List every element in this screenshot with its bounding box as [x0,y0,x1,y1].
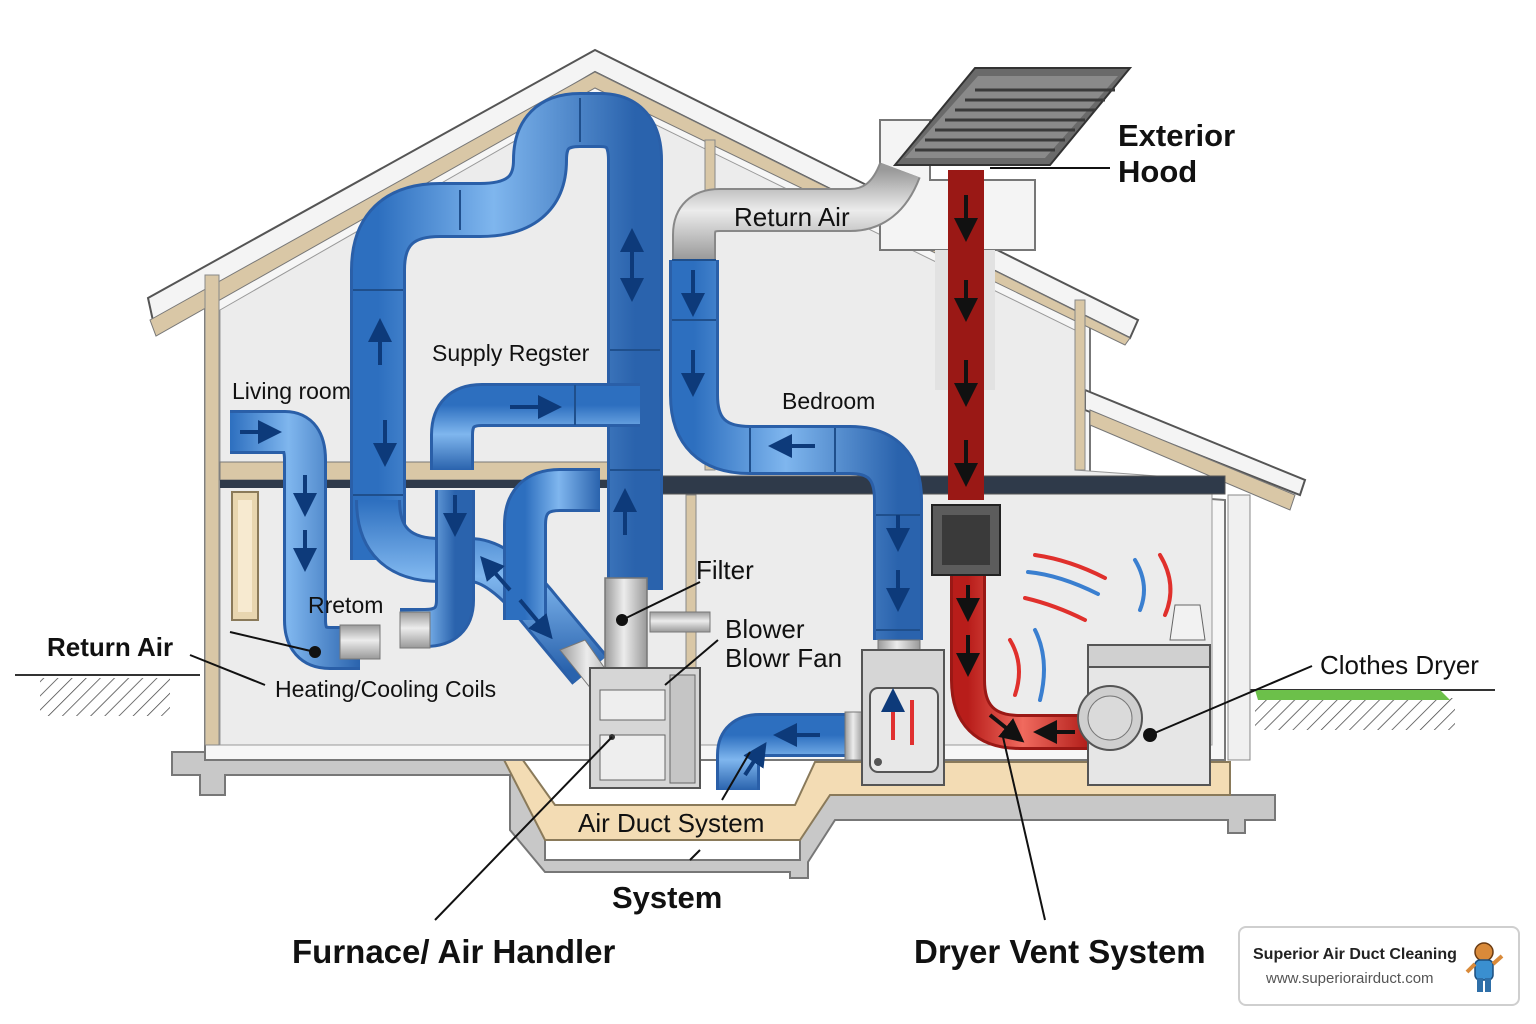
dryer-flow-arrows [954,195,1075,744]
return-air-duct [672,161,921,260]
brand-url: www.superiorairduct.com [1266,970,1434,987]
grass-strip [1255,690,1450,700]
label-blower: Blower Blowr Fan [725,615,842,673]
clothes-dryer-icon [1077,604,1211,786]
brand-name: Superior Air Duct Cleaning [1253,946,1457,963]
label-supply-register: Supply Regster [432,340,590,366]
label-system: System [612,880,723,915]
label-bedroom: Bedroom [782,388,876,414]
label-blower-line1: Blower [725,614,805,644]
blower-fan-unit [861,649,945,786]
supply-duct-network [230,92,923,790]
label-filter: Filter [696,555,754,585]
label-rretom: Rretom [308,592,384,618]
flow-arrows [240,228,910,777]
label-air-duct-system: Air Duct System [578,808,765,838]
ground-right [1255,698,1455,730]
exterior-hood-vent-icon [892,67,1133,166]
label-exterior-hood: Exterior Hood [1118,118,1235,190]
label-hood: Hood [1118,154,1198,189]
label-return-air-top: Return Air [734,202,850,232]
label-heating-cooling-coils: Heating/Cooling Coils [275,676,497,702]
leader-lines [189,167,1313,921]
label-furnace-air-handler: Furnace/ Air Handler [292,933,616,970]
label-clothes-dryer: Clothes Dryer [1320,650,1479,680]
label-living-room: Living room [232,378,351,404]
furnace-air-handler [589,667,701,789]
label-dryer-vent-system: Dryer Vent System [914,933,1206,970]
ground-left [40,678,170,716]
label-exterior: Exterior [1118,118,1236,153]
heat-wave-icons [1008,553,1173,702]
label-blower-line2: Blowr Fan [725,643,843,673]
label-return-air-left: Return Air [47,632,174,662]
brand-badge: Superior Air Duct Cleaning www.superiora… [1238,926,1520,1006]
mascot-logo-icon [1465,942,1504,992]
